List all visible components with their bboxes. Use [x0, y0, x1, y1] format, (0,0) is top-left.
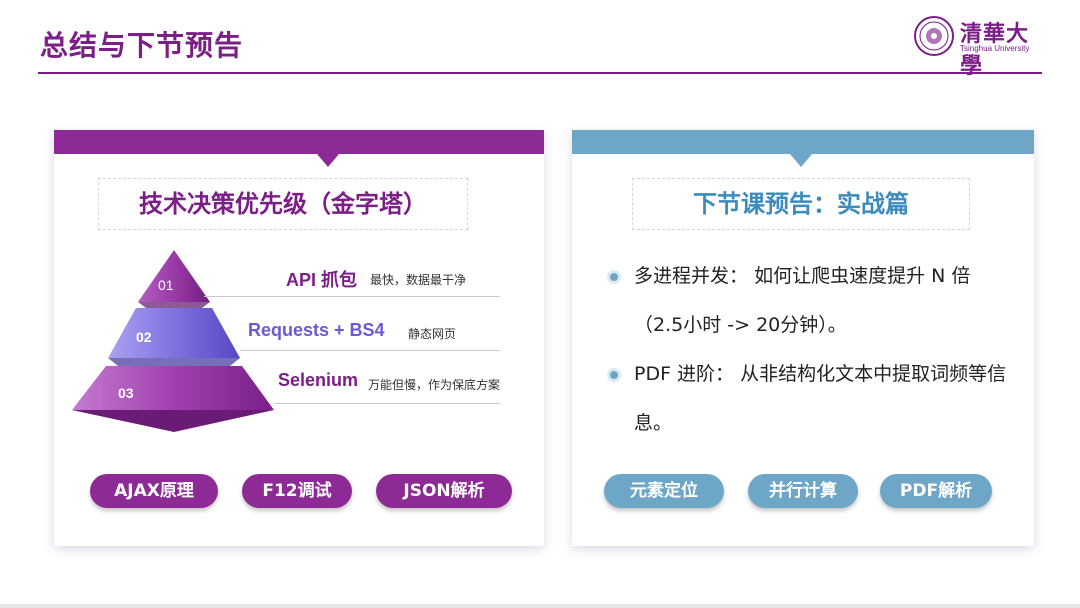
tier-title-2: Requests + BS4: [248, 320, 385, 340]
tier-divider-3: [274, 403, 500, 404]
tag-json: JSON解析: [376, 474, 512, 508]
priority-pyramid: 01 02 03: [72, 250, 274, 432]
logo-name-en: Tsinghua University: [960, 44, 1030, 53]
tag-pdf-parse: PDF解析: [880, 474, 992, 508]
card-notch: [790, 154, 812, 167]
tier-number-2: 02: [136, 329, 152, 345]
pyramid-tier-3: [72, 366, 274, 432]
bullet-label: PDF 进阶：: [634, 363, 735, 385]
priority-heading: 技术决策优先级（金字塔）: [98, 178, 468, 230]
tier-number-1: 01: [158, 277, 174, 293]
priority-card: 技术决策优先级（金字塔） 01 02 03: [54, 130, 544, 546]
bullet-dot-icon: [610, 273, 618, 281]
pyramid-tier-2: [108, 308, 240, 366]
tier-desc-3: 万能但慢，作为保底方案: [368, 378, 501, 392]
university-logo: 清華大學 Tsinghua University: [914, 16, 1044, 79]
logo-name-cn: 清華大學: [960, 21, 1030, 79]
bullet-item-1: 多进程并发： 如何让爬虫速度提升 N 倍（2.5小时 -> 20分钟）。: [634, 252, 1014, 350]
tier-divider-1: [204, 296, 500, 297]
tier-desc-1: 最快，数据最干净: [370, 273, 467, 287]
tier-title-3: Selenium: [278, 370, 359, 390]
tier-desc-2: 静态网页: [408, 327, 457, 341]
tier-divider-2: [240, 350, 500, 351]
slide-title: 总结与下节预告: [40, 29, 244, 62]
bullet-label: 多进程并发：: [634, 265, 749, 287]
bullet-item-2: PDF 进阶： 从非结构化文本中提取词频等信息。: [634, 350, 1014, 448]
tier-number-3: 03: [118, 385, 134, 401]
title-divider: [38, 72, 1042, 74]
card-header-band: [54, 130, 544, 154]
seal-icon: [914, 16, 954, 56]
tier-title-1: API 抓包: [286, 270, 358, 290]
bullet-dot-icon: [610, 371, 618, 379]
bullet-text: 如何让爬虫速度提升 N 倍（2.5小时 -> 20分钟）。: [634, 265, 971, 336]
bullet-text: 从非结构化文本中提取词频等信息。: [634, 363, 1007, 434]
tag-f12: F12调试: [242, 474, 352, 508]
card-notch: [317, 154, 339, 167]
bottom-border: [0, 604, 1080, 608]
card-header-band: [572, 130, 1034, 154]
pyramid-tier-1: [138, 250, 210, 308]
tag-ajax: AJAX原理: [90, 474, 218, 508]
tag-element-locate: 元素定位: [604, 474, 724, 508]
preview-card: 下节课预告：实战篇 多进程并发： 如何让爬虫速度提升 N 倍（2.5小时 -> …: [572, 130, 1034, 546]
preview-heading: 下节课预告：实战篇: [632, 178, 970, 230]
tag-parallel-compute: 并行计算: [748, 474, 858, 508]
